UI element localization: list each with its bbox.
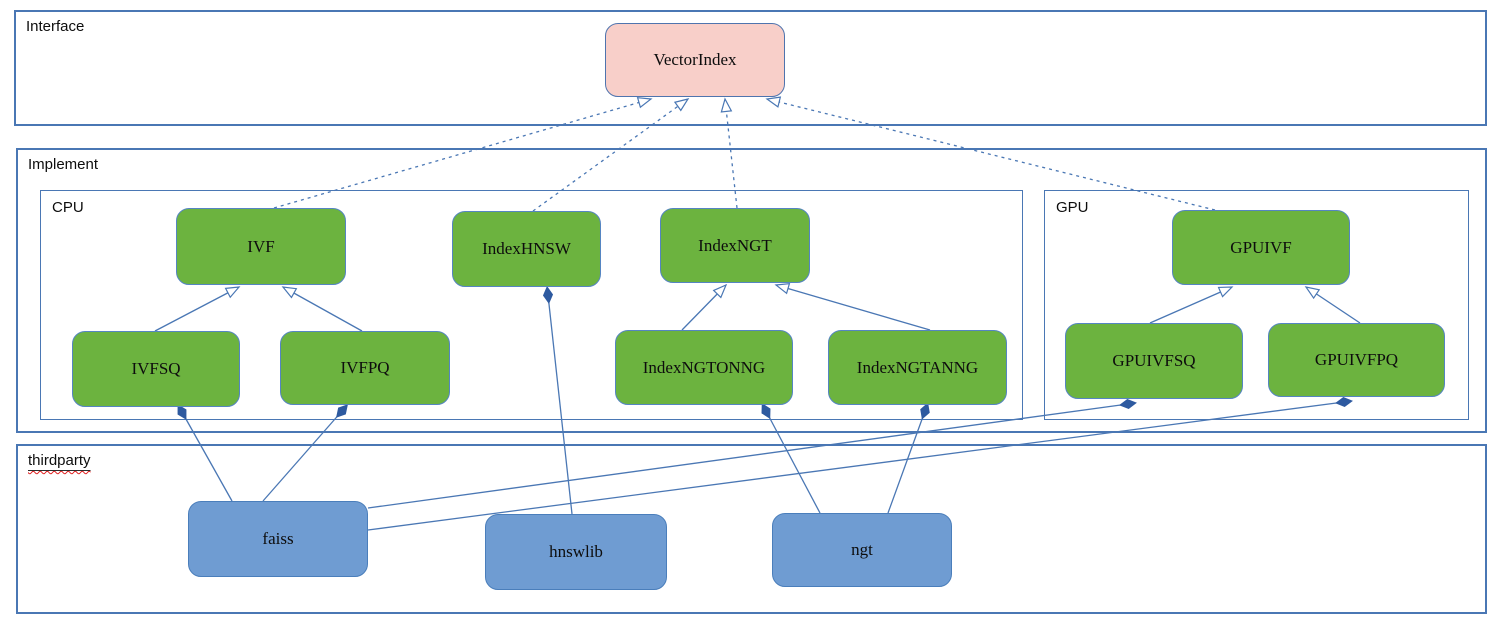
node-GPUIVFPQ[interactable]: GPUIVFPQ (1268, 323, 1445, 397)
node-label-IVF: IVF (247, 236, 275, 256)
container-label-text-cpu: CPU (52, 199, 84, 216)
node-label-GPUIVFPQ: GPUIVFPQ (1314, 350, 1399, 369)
container-label-implement: Implement (28, 156, 98, 173)
node-label-faiss: faiss (262, 529, 294, 548)
node-GPUIVF[interactable]: GPUIVF (1172, 210, 1350, 285)
node-label-IndexNGTONNG: IndexNGTONNG (642, 357, 766, 377)
node-IndexNGTONNG[interactable]: IndexNGTONNG (615, 330, 793, 405)
container-label-text-implement: Implement (28, 156, 99, 173)
node-IndexHNSW[interactable]: IndexHNSW (452, 211, 601, 287)
container-label-thirdparty: thirdparty (28, 452, 91, 469)
node-VectorIndex[interactable]: VectorIndex (605, 23, 785, 97)
node-label-IndexNGT: IndexNGT (698, 235, 772, 255)
container-label-gpu: GPU (1056, 199, 1089, 216)
node-label-IVFSQ: IVFSQ (131, 359, 181, 378)
node-label-GPUIVFSQ: GPUIVFSQ (1112, 351, 1196, 370)
node-label-IndexHNSW: IndexHNSW (482, 239, 571, 258)
container-label-interface: Interface (26, 18, 84, 35)
node-label-ngt: ngt (851, 540, 873, 559)
node-GPUIVFSQ[interactable]: GPUIVFSQ (1065, 323, 1243, 399)
node-label-VectorIndex: VectorIndex (653, 50, 737, 69)
container-label-text-interface: Interface (26, 18, 85, 35)
node-faiss[interactable]: faiss (188, 501, 368, 577)
container-label-cpu: CPU (52, 199, 84, 216)
container-label-text-thirdparty: thirdparty (28, 452, 91, 469)
node-label-GPUIVF: GPUIVF (1230, 237, 1292, 257)
node-IVFPQ[interactable]: IVFPQ (280, 331, 450, 405)
node-hnswlib[interactable]: hnswlib (485, 514, 667, 590)
node-IndexNGT[interactable]: IndexNGT (660, 208, 810, 283)
node-IVFSQ[interactable]: IVFSQ (72, 331, 240, 407)
node-label-hnswlib: hnswlib (549, 542, 603, 561)
node-IVF[interactable]: IVF (176, 208, 346, 285)
container-label-text-gpu: GPU (1056, 199, 1089, 216)
node-label-IndexNGTANNG: IndexNGTANNG (856, 357, 979, 377)
node-IndexNGTANNG[interactable]: IndexNGTANNG (828, 330, 1007, 405)
container-interface[interactable]: Interface (14, 10, 1487, 126)
node-ngt[interactable]: ngt (772, 513, 952, 587)
node-label-IVFPQ: IVFPQ (340, 358, 390, 377)
